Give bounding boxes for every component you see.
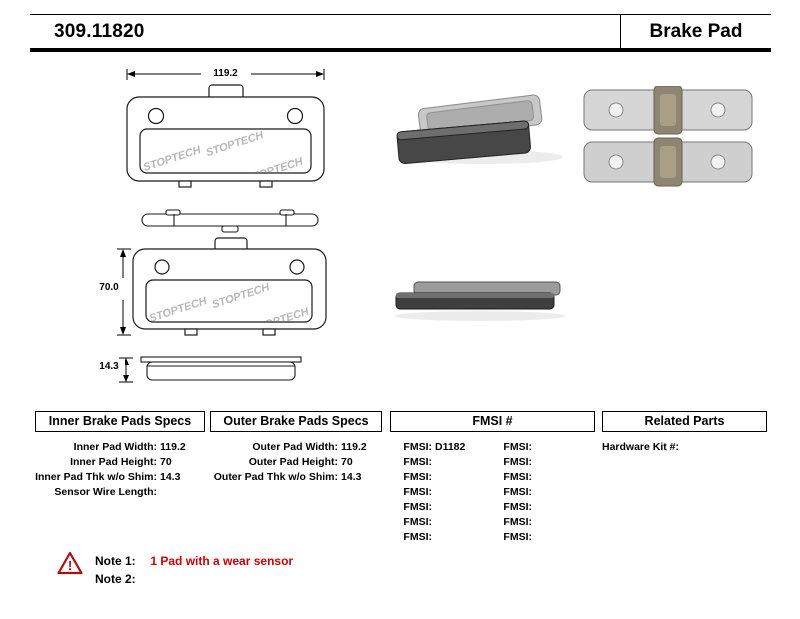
related-parts-section: Related Parts Hardware Kit #:	[602, 411, 767, 455]
fmsi-row: FMSI:	[403, 516, 432, 528]
brake-pad-front-drawing: STOPTECH STOPTECH STOPTECH	[126, 69, 325, 188]
inner-specs-header: Inner Brake Pads Specs	[35, 411, 205, 432]
brake-pad-front-drawing-2: STOPTECH STOPTECH STOPTECH	[117, 237, 327, 336]
related-part-row: Hardware Kit #:	[602, 441, 680, 453]
note-1-text: 1 Pad with a wear sensor	[150, 554, 294, 568]
spec-row: Inner Pad Width:119.2	[73, 441, 186, 453]
spec-row: Outer Pad Thk w/o Shim:14.3	[213, 471, 362, 483]
product-title: Brake Pad	[649, 20, 743, 42]
spec-row: Inner Pad Thk w/o Shim:14.3	[35, 471, 181, 483]
fmsi-row: FMSI:	[503, 456, 532, 468]
drawing-cross-section-thickness: 14.3	[93, 352, 328, 386]
outer-specs-section: Outer Brake Pads Specs Outer Pad Width:1…	[210, 411, 382, 485]
pads-edge-image	[395, 281, 565, 321]
note-2-label: Note 2:	[95, 572, 136, 586]
fmsi-row: FMSI:	[503, 471, 532, 483]
fmsi-row: FMSI:	[403, 471, 432, 483]
pads-angled-image	[396, 94, 563, 165]
fmsi-row: FMSI:	[503, 531, 532, 543]
fmsi-section: FMSI # FMSI:D1182 FMSI: FMSI: FMSI: FMSI…	[390, 411, 595, 545]
fmsi-row: FMSI:	[503, 501, 532, 513]
fmsi-row: FMSI:	[503, 441, 532, 453]
note-1: Note 1: 1 Pad with a wear sensor	[95, 554, 293, 568]
warning-exclamation: !	[68, 558, 72, 573]
spec-row: Outer Pad Width:119.2	[252, 441, 367, 453]
outer-specs-header: Outer Brake Pads Specs	[210, 411, 382, 432]
spec-row: Outer Pad Height:70	[248, 456, 353, 468]
spec-row: Sensor Wire Length:	[54, 486, 157, 498]
fmsi-row: FMSI:	[503, 516, 532, 528]
product-photo-backplates-stacked	[576, 86, 764, 188]
drawing-plan-view	[140, 208, 320, 234]
drawing-front-view-height: STOPTECH STOPTECH STOPTECH 70.0	[93, 236, 328, 348]
note-1-label: Note 1:	[95, 554, 136, 568]
warning-icon: !	[57, 551, 83, 575]
sheet-header: 309.11820 Brake Pad	[30, 14, 771, 52]
fmsi-row: FMSI:	[403, 456, 432, 468]
width-dimension-label: 119.2	[210, 68, 241, 80]
spec-row: Inner Pad Height:70	[70, 456, 172, 468]
drawing-front-view-width: STOPTECH STOPTECH STOPTECH 119.2	[123, 68, 328, 206]
product-title-box: Brake Pad	[620, 15, 771, 48]
fmsi-row: FMSI:D1182	[403, 441, 466, 453]
note-2: Note 2:	[95, 572, 147, 586]
fmsi-column-1: FMSI:D1182 FMSI: FMSI: FMSI: FMSI: FMSI:…	[390, 440, 490, 545]
fmsi-column-2: FMSI: FMSI: FMSI: FMSI: FMSI: FMSI: FMSI…	[490, 440, 590, 545]
inner-specs-section: Inner Brake Pads Specs Inner Pad Width:1…	[35, 411, 205, 500]
fmsi-row: FMSI:	[403, 531, 432, 543]
brake-pad-plan-drawing	[141, 209, 319, 233]
brake-pad-section-drawing	[119, 356, 302, 383]
related-parts-header: Related Parts	[602, 411, 767, 432]
fmsi-header: FMSI #	[390, 411, 595, 432]
height-dimension-label: 70.0	[93, 282, 125, 294]
fmsi-row: FMSI:	[403, 486, 432, 498]
backplates-image	[583, 86, 753, 187]
product-photo-pads-angled	[388, 94, 566, 168]
product-photo-pads-edge-on	[390, 276, 570, 322]
part-number: 309.11820	[54, 20, 145, 42]
thickness-dimension-label: 14.3	[93, 361, 125, 373]
fmsi-row: FMSI:	[403, 501, 432, 513]
fmsi-row: FMSI:	[503, 486, 532, 498]
